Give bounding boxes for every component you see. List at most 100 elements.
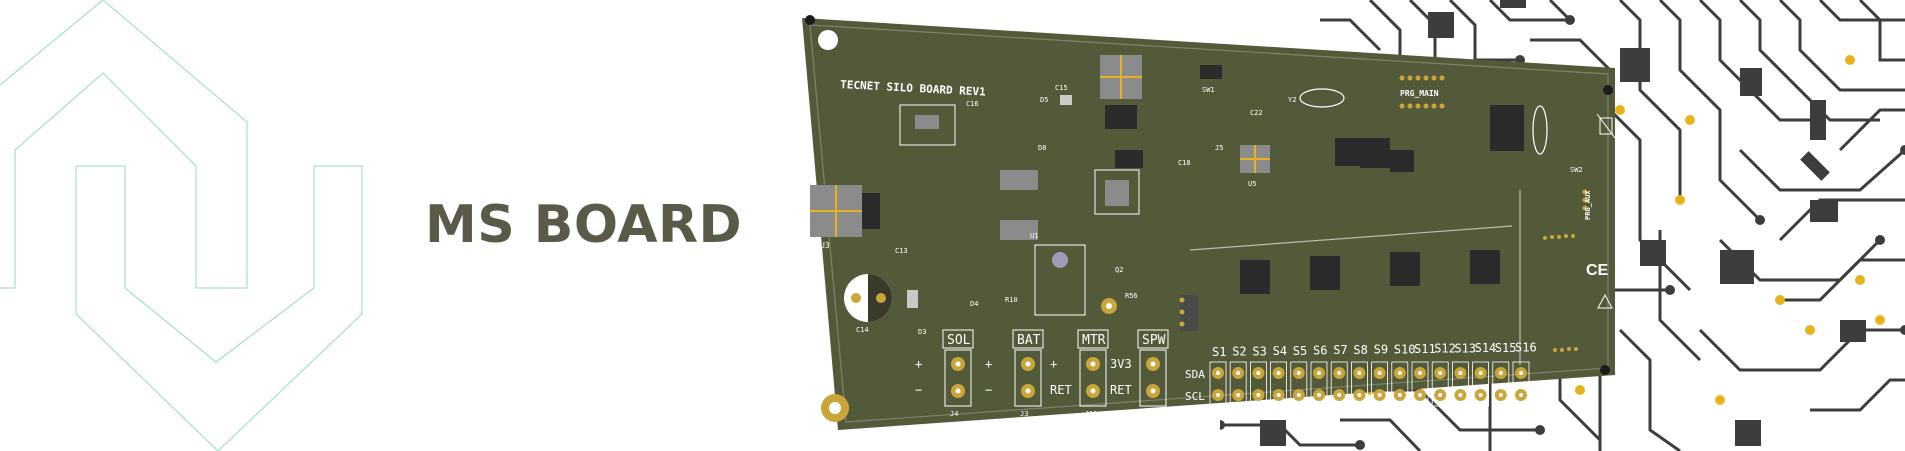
port-ref: J4 bbox=[950, 410, 958, 418]
svg-text:U3: U3 bbox=[820, 241, 830, 250]
pad-hole bbox=[1276, 371, 1281, 375]
sensor-label-s6: S6 bbox=[1313, 344, 1327, 358]
svg-text:SW2: SW2 bbox=[1570, 166, 1583, 174]
port-label: MTR bbox=[1082, 333, 1106, 348]
sensor-connector bbox=[1351, 361, 1368, 407]
sensor-connector bbox=[1229, 361, 1247, 407]
scl-label: SCL bbox=[1185, 390, 1205, 403]
sensor-connector bbox=[1431, 361, 1449, 407]
svg-text:C22: C22 bbox=[1250, 109, 1263, 117]
sensor-connector bbox=[1391, 361, 1409, 407]
sensor-label-s4: S4 bbox=[1273, 344, 1287, 358]
port-pos-label: + bbox=[1050, 357, 1057, 371]
warning-icon bbox=[1597, 293, 1613, 309]
pad-hole bbox=[1296, 371, 1301, 375]
ce-mark: CE bbox=[1586, 262, 1609, 279]
svg-text:Y2: Y2 bbox=[1288, 96, 1296, 104]
sensor-label-s12: S12 bbox=[1434, 342, 1456, 356]
port-pos-label: + bbox=[915, 357, 922, 371]
sensor-label-s1: S1 bbox=[1212, 345, 1226, 359]
pad-hole bbox=[1418, 371, 1422, 375]
svg-text:R56: R56 bbox=[1125, 292, 1138, 300]
port-label: SOL bbox=[947, 333, 971, 348]
svg-text:C15: C15 bbox=[1055, 84, 1068, 92]
page-title: MS BOARD bbox=[425, 195, 743, 255]
pad-hole bbox=[1519, 393, 1523, 397]
pad-hole bbox=[1377, 393, 1382, 397]
sensor-label-s13: S13 bbox=[1454, 341, 1476, 355]
sensor-connector bbox=[1290, 361, 1308, 407]
port-neg-label: RET bbox=[1050, 383, 1072, 397]
sensor-connector bbox=[1472, 361, 1489, 407]
pad-hole bbox=[1256, 371, 1261, 375]
pad-hole bbox=[1498, 393, 1503, 397]
pad-hole bbox=[1236, 393, 1241, 397]
sensor-label-s11: S11 bbox=[1414, 342, 1436, 356]
port-label: SPW bbox=[1142, 333, 1166, 348]
pad-hole bbox=[1377, 371, 1382, 375]
pad-hole bbox=[1337, 393, 1342, 397]
pad-hole bbox=[1317, 371, 1321, 375]
port-neg-label: − bbox=[915, 383, 922, 397]
sensor-connector bbox=[1270, 361, 1288, 407]
svg-text:R10: R10 bbox=[1005, 296, 1018, 304]
sensor-connector bbox=[1411, 361, 1429, 407]
port-ref: J3 bbox=[1020, 410, 1028, 418]
pad-hole bbox=[1357, 393, 1362, 397]
port-ref: J9 bbox=[1145, 410, 1153, 418]
pad-hole bbox=[1397, 393, 1402, 397]
svg-text:U5: U5 bbox=[1248, 180, 1256, 188]
pad-hole bbox=[1236, 371, 1241, 375]
sensor-connector bbox=[1512, 361, 1530, 407]
weee-cross-icon bbox=[1596, 113, 1616, 139]
pad-hole bbox=[1438, 371, 1443, 375]
svg-text:C18: C18 bbox=[1178, 159, 1191, 167]
port-pos-label: 3V3 bbox=[1110, 357, 1132, 371]
sensor-label-s9: S9 bbox=[1374, 343, 1388, 357]
port-label: BAT bbox=[1017, 333, 1041, 348]
pad-hole bbox=[1478, 393, 1483, 397]
pad-hole bbox=[1317, 393, 1321, 397]
sensor-label-s15: S15 bbox=[1495, 341, 1517, 355]
port-pos-label: + bbox=[985, 357, 992, 371]
sensor-label-s5: S5 bbox=[1293, 344, 1307, 358]
pad-hole bbox=[1458, 371, 1463, 375]
pad-hole bbox=[1438, 393, 1443, 397]
sensor-label-s3: S3 bbox=[1252, 344, 1266, 358]
pad-hole bbox=[1357, 371, 1362, 375]
sensor-pads bbox=[1209, 361, 1530, 407]
port-neg-label: RET bbox=[1110, 383, 1132, 397]
svg-text:PRG_MAIN: PRG_MAIN bbox=[1400, 89, 1439, 98]
port-bat: BAT + − J3 bbox=[985, 329, 1044, 418]
pcb-board: TECNET SILO BOARD REV1 U3 C13 C14 D3 C16… bbox=[802, 15, 1616, 430]
pad-hole bbox=[1519, 371, 1523, 375]
sensor-connector bbox=[1310, 361, 1328, 407]
svg-text:U1: U1 bbox=[1030, 232, 1038, 240]
pad-hole bbox=[1216, 393, 1220, 397]
svg-text:D3: D3 bbox=[918, 328, 926, 336]
svg-text:D5: D5 bbox=[1040, 96, 1048, 104]
svg-text:J5: J5 bbox=[1215, 144, 1223, 152]
svg-text:C13: C13 bbox=[895, 247, 908, 255]
pad-hole bbox=[1216, 371, 1220, 375]
recycle-bin-icon bbox=[1599, 117, 1613, 135]
sensor-label-s16: S16 bbox=[1515, 341, 1537, 355]
pad-hole bbox=[1498, 371, 1503, 375]
pad-hole bbox=[1276, 393, 1281, 397]
svg-text:Q2: Q2 bbox=[1115, 266, 1123, 274]
pad-hole bbox=[1337, 371, 1342, 375]
pad-hole bbox=[1418, 393, 1422, 397]
port-ref: J11 bbox=[1085, 410, 1098, 418]
port-neg-label: − bbox=[985, 383, 992, 397]
port-mtr: MTR + RET J11 bbox=[1050, 329, 1109, 418]
svg-text:D4: D4 bbox=[970, 300, 978, 308]
pcb-surface bbox=[802, 18, 1615, 430]
pad-hole bbox=[1458, 393, 1463, 397]
pad-hole bbox=[1256, 393, 1261, 397]
sensor-connector bbox=[1209, 361, 1227, 407]
sensor-connector bbox=[1452, 361, 1469, 407]
